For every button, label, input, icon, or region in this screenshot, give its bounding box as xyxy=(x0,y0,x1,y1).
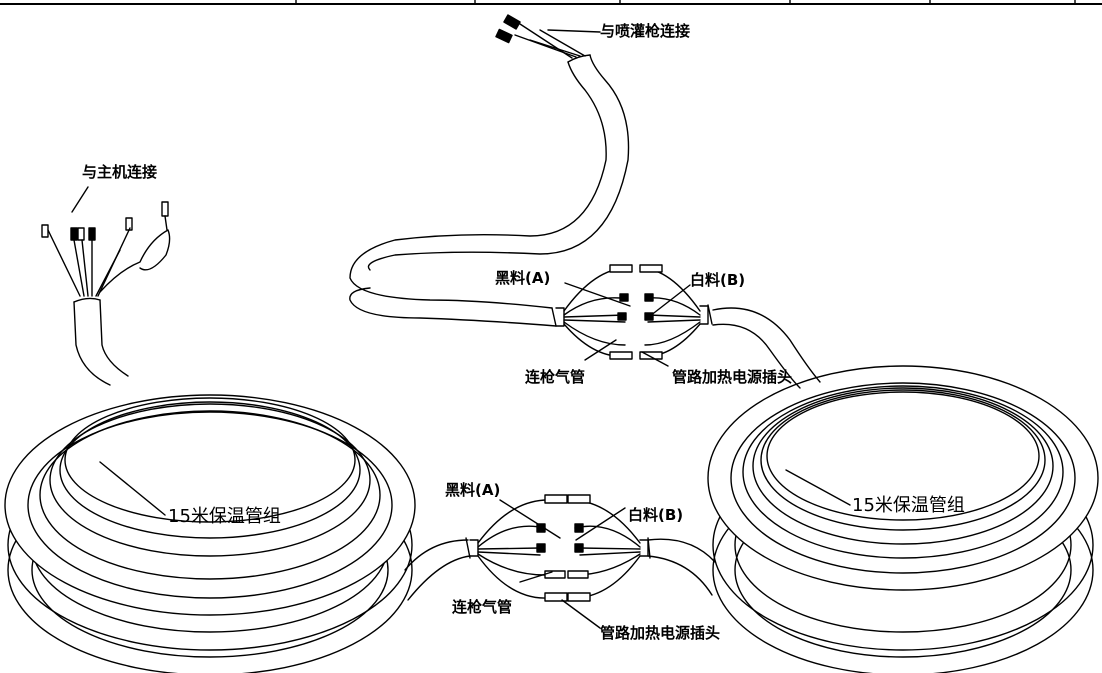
label-white-b-lower: 白料(B) xyxy=(628,506,684,524)
label-right-hose-group: 15米保温管组 xyxy=(852,495,965,516)
top-border xyxy=(0,0,1102,5)
label-heat-plug-upper: 管路加热电源插头 xyxy=(672,368,793,386)
upper-branch-cluster xyxy=(551,264,713,367)
host-lead-hose xyxy=(41,186,171,386)
label-host-connection: 与主机连接 xyxy=(82,163,158,181)
label-black-a-upper: 黑料(A) xyxy=(495,269,551,287)
label-gun-air-hose-lower: 连枪气管 xyxy=(452,598,513,616)
right-hose-coil xyxy=(707,365,1099,673)
label-white-b-upper: 白料(B) xyxy=(690,271,746,289)
right-coil-leader xyxy=(785,469,851,506)
bottom-connecting-hose xyxy=(404,494,716,629)
label-gun-air-hose-upper: 连枪气管 xyxy=(525,368,586,386)
left-coil-leader xyxy=(99,461,166,516)
label-gun-connection: 与喷灌枪连接 xyxy=(600,22,691,40)
right-lead-hose xyxy=(712,307,821,389)
left-hose-coil xyxy=(4,394,416,673)
label-heat-plug-lower: 管路加热电源插头 xyxy=(600,624,721,642)
gun-lead-hose xyxy=(349,14,630,327)
label-black-a-lower: 黑料(A) xyxy=(445,481,501,499)
label-left-hose-group: 15米保温管组 xyxy=(168,506,281,527)
